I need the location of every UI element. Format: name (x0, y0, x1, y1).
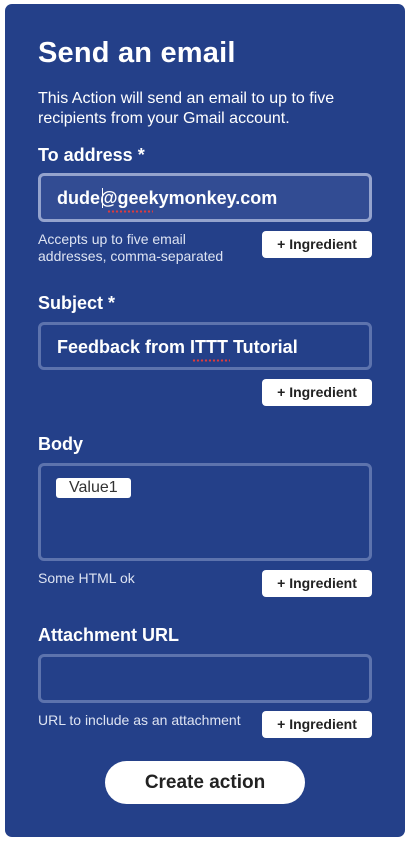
subject-ingredient-button[interactable]: + Ingredient (262, 379, 372, 406)
attachment-url-field[interactable] (38, 654, 372, 703)
to-address-help: Accepts up to five email addresses, comm… (38, 231, 224, 264)
body-label: Body (38, 434, 83, 454)
subject-field[interactable]: Feedback from ITTT Tutorial (38, 322, 372, 370)
spellcheck-underline (107, 210, 153, 213)
form-title: Send an email (38, 37, 236, 69)
to-address-value: dude@geekymonkey.com (57, 188, 278, 208)
to-address-ingredient-button[interactable]: + Ingredient (262, 231, 372, 258)
subject-value: Feedback from ITTT Tutorial (57, 337, 298, 357)
value1-ingredient-token[interactable]: Value1 (56, 478, 131, 498)
subject-label: Subject * (38, 293, 116, 313)
attachment-ingredient-button[interactable]: + Ingredient (262, 711, 372, 738)
form-description: This Action will send an email to up to … (38, 90, 335, 127)
to-address-label: To address * (38, 145, 145, 165)
send-email-panel: Send an email This Action will send an e… (5, 4, 405, 837)
attachment-url-help: URL to include as an attachment (38, 712, 241, 728)
to-address-field[interactable]: dude@geekymonkey.com (38, 173, 372, 222)
attachment-url-label: Attachment URL (38, 625, 180, 645)
body-ingredient-button[interactable]: + Ingredient (262, 570, 372, 597)
text-caret (102, 188, 103, 208)
create-action-button[interactable]: Create action (105, 761, 305, 804)
spellcheck-underline (192, 359, 230, 362)
body-help: Some HTML ok (38, 570, 135, 586)
